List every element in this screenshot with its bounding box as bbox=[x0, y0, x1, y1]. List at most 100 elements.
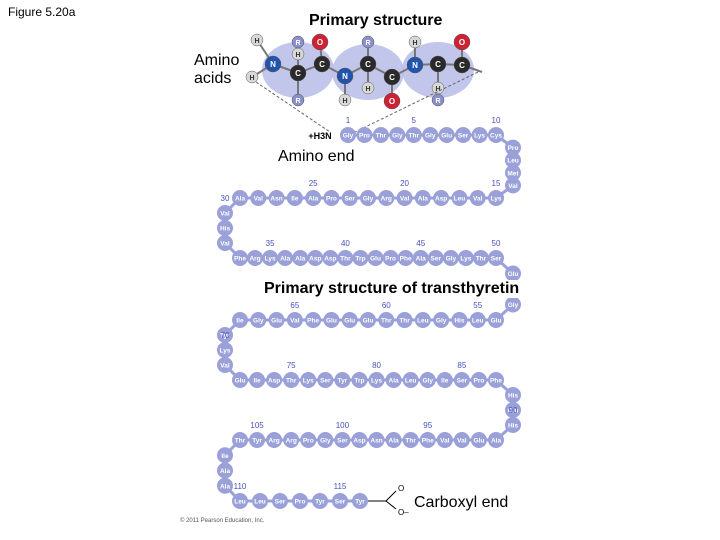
atom-symbol: H bbox=[342, 98, 347, 105]
residue-bead bbox=[382, 250, 399, 266]
residue-bead bbox=[334, 372, 351, 388]
residue-label: Pro bbox=[326, 196, 337, 203]
residue-bead bbox=[307, 250, 324, 266]
residue-bead bbox=[341, 312, 358, 328]
residue-bead bbox=[414, 312, 431, 328]
amino-acids-label: Amino acids bbox=[194, 52, 240, 87]
residue-label: Gly bbox=[343, 133, 354, 140]
residue-bead bbox=[453, 432, 470, 448]
residue-bead bbox=[419, 432, 436, 448]
residue-bead bbox=[352, 250, 369, 266]
residue-label: Gly bbox=[436, 318, 447, 325]
residue-label: Arg bbox=[286, 438, 297, 445]
atom-symbol: H bbox=[249, 75, 254, 82]
residue-label: Pro bbox=[359, 133, 370, 140]
atom-symbol: R bbox=[295, 40, 300, 47]
residue-label: Glu bbox=[508, 271, 519, 278]
residue-label: Leu bbox=[405, 378, 417, 385]
residue-number: 80 bbox=[372, 361, 381, 370]
residue-bead bbox=[334, 432, 351, 448]
residue-label: Arg bbox=[249, 256, 260, 263]
residue-bead bbox=[323, 312, 340, 328]
atom-symbol: O bbox=[459, 38, 465, 47]
residue-number: 100 bbox=[336, 421, 350, 430]
residue-label: Ile bbox=[291, 196, 299, 203]
residue-label: Val bbox=[220, 211, 230, 218]
residue-bead bbox=[427, 250, 444, 266]
residue-label: Ile bbox=[236, 318, 244, 325]
residue-bead bbox=[232, 250, 248, 266]
residue-bead bbox=[283, 372, 300, 388]
residue-label: Trp bbox=[355, 256, 365, 263]
residue-number: 1 bbox=[346, 116, 351, 125]
residue-label: Pro bbox=[385, 256, 396, 263]
residue-label: Glu bbox=[491, 318, 502, 325]
residue-number: 50 bbox=[492, 239, 501, 248]
residue-label: Pro bbox=[303, 438, 314, 445]
residue-label: Gly bbox=[392, 133, 403, 140]
residue-label: Lys bbox=[371, 378, 382, 385]
residue-bead bbox=[368, 372, 385, 388]
residue-bead bbox=[249, 372, 266, 388]
residue-number: 35 bbox=[266, 239, 275, 248]
residue-bead bbox=[305, 312, 322, 328]
residue-bead bbox=[351, 372, 368, 388]
residue-bead bbox=[300, 432, 317, 448]
atom-h bbox=[250, 33, 264, 47]
residue-number: 95 bbox=[423, 421, 432, 430]
residue-number: 25 bbox=[309, 179, 318, 188]
atom-n bbox=[336, 67, 354, 85]
carboxyl-oxygen: O– bbox=[398, 508, 409, 517]
residue-label: Gly bbox=[253, 318, 264, 325]
residue-bead bbox=[232, 312, 248, 328]
residue-label: Glu bbox=[474, 438, 485, 445]
residue-number: 10 bbox=[492, 116, 501, 125]
residue-bead bbox=[232, 190, 248, 206]
residue-label: Ser bbox=[275, 499, 286, 506]
amino-end-label: Amino end bbox=[278, 148, 355, 165]
residue-label: Gly bbox=[508, 302, 519, 309]
residue-label: Leu bbox=[417, 318, 429, 325]
atom-h bbox=[408, 35, 422, 49]
residue-bead bbox=[317, 432, 334, 448]
residue-label: His bbox=[220, 226, 231, 233]
residue-bead bbox=[286, 190, 303, 206]
residue-bead bbox=[341, 190, 358, 206]
residue-number: 90 bbox=[509, 406, 518, 415]
residue-bead bbox=[472, 250, 489, 266]
atom-c bbox=[289, 64, 307, 82]
residue-bead bbox=[433, 312, 450, 328]
residue-label: Pro bbox=[474, 378, 485, 385]
residue-label: Ala bbox=[220, 483, 231, 490]
residue-bead bbox=[505, 417, 521, 433]
residue-label: Val bbox=[508, 183, 518, 190]
residue-label: Lys bbox=[491, 196, 502, 203]
residue-label: Ala bbox=[418, 196, 429, 203]
residue-bead bbox=[266, 432, 283, 448]
residue-bead bbox=[360, 190, 376, 206]
atom-h bbox=[338, 93, 352, 107]
atom-symbol: N bbox=[342, 72, 348, 81]
residue-number: 105 bbox=[250, 421, 264, 430]
residue-bead bbox=[217, 327, 233, 343]
residue-bead bbox=[442, 250, 459, 266]
residue-label: Pro bbox=[295, 499, 306, 506]
residue-label: His bbox=[454, 318, 465, 325]
residue-label: Ser bbox=[335, 499, 346, 506]
residue-bead bbox=[419, 372, 436, 388]
residue-bead bbox=[469, 190, 486, 206]
residue-bead bbox=[272, 493, 288, 509]
residue-bead bbox=[396, 312, 413, 328]
residue-label: Val bbox=[473, 196, 483, 203]
residue-label: Trp bbox=[354, 378, 364, 385]
residue-label: Arg bbox=[269, 438, 280, 445]
residue-bead bbox=[217, 205, 233, 221]
residue-label: Val bbox=[220, 363, 230, 370]
atom-symbol: H bbox=[412, 40, 417, 47]
residue-label: Gly bbox=[363, 196, 374, 203]
residue-bead bbox=[469, 312, 486, 328]
residue-label: Leu bbox=[234, 499, 246, 506]
residue-bead bbox=[385, 432, 402, 448]
residue-label: Phe bbox=[422, 438, 434, 445]
